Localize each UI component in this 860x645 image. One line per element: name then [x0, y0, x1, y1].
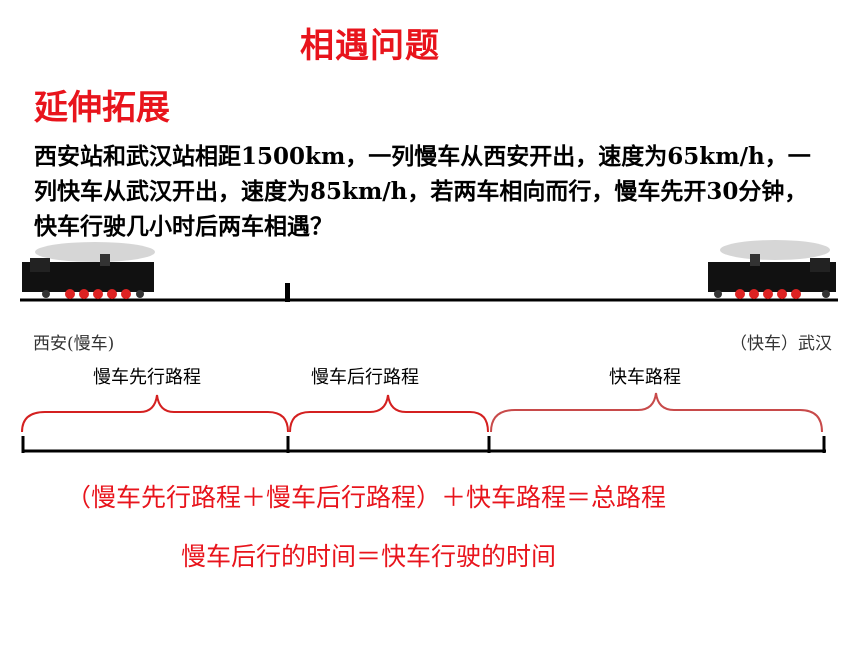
station-wuhan-label: （快车）武汉: [730, 334, 832, 354]
segment-label-slow-second: 慢车后行路程: [311, 367, 419, 388]
equation-time: 慢车后行的时间＝快车行驶的时间: [181, 542, 557, 571]
brace-slow-first: [21, 394, 289, 433]
start-marker: [285, 283, 290, 302]
segment-label-slow-first: 慢车先行路程: [93, 367, 201, 388]
equation-distance: （慢车先行路程＋慢车后行路程）＋快车路程＝总路程: [66, 483, 667, 512]
brace-slow-second: [289, 394, 489, 433]
fast-train-icon: [708, 240, 836, 299]
page-title: 相遇问题: [300, 26, 440, 66]
station-xian-label: 西安(慢车): [33, 334, 115, 354]
brace-fast: [490, 392, 823, 433]
slow-train-icon: [22, 242, 155, 299]
section-heading: 延伸拓展: [34, 88, 170, 128]
problem-text: 西安站和武汉站相距1500km，一列慢车从西安开出，速度为65km/h，一列快车…: [34, 143, 811, 240]
segment-label-fast: 快车路程: [609, 367, 681, 388]
